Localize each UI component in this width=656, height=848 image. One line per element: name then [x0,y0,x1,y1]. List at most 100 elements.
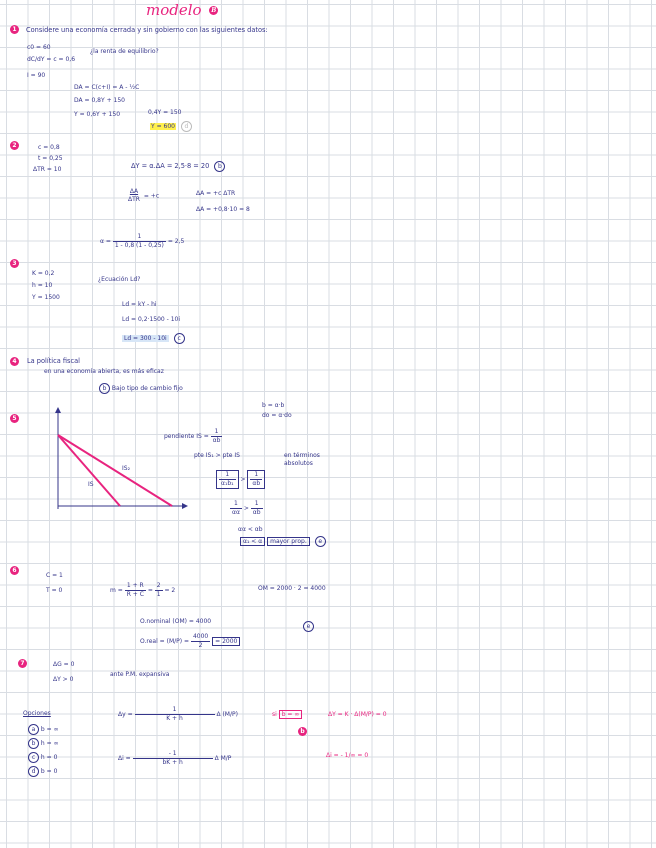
option-b-value: h = ∞ [40,740,59,747]
p6-m-mid-num: 2 [156,582,161,589]
p6-m-den: R + C [124,590,146,598]
p6-given-t: T = 0 [46,587,63,594]
p7-note: ante P.M. expansiva [110,671,170,678]
p4-line-3: b Bajo tipo de cambio fijo [96,383,183,394]
title-badge: B [209,6,219,15]
p5-final: α₁ < α mayor prop. e [240,536,326,547]
p7-di-num: - 1 [168,750,177,757]
p1-given-c0: c0 = 60 [27,44,51,51]
p7-right-dy: ΔY = K · Δ(M/P) = 0 [328,711,387,718]
p7-condition: si b = ∞ [272,710,303,719]
p6-m-lhs: m = [110,587,123,594]
p2-ratio-num: ΔA [129,188,139,195]
p3-line-3-text: Ld = 300 - 10i [122,335,169,342]
problem-2-number: 2 [10,141,19,150]
is-curve-line [57,434,121,507]
p7-condition-value: b = ∞ [278,710,303,719]
p6-answer-circle: e [303,621,314,632]
problem-7-number: 7 [18,659,27,668]
option-d-value: b = 0 [40,768,58,775]
option-a: a b = ∞ [25,724,59,735]
p5-step-right-num: 1 [254,500,259,507]
p2-given-tr: ΔTR = 10 [33,166,62,173]
p5-compare: pte IS₁ > pte IS [194,452,240,459]
p2-alpha-rhs: = 2,5 [167,238,185,245]
p2-answer-circle: b [214,161,226,172]
p2-ratio-rhs: = +c [143,192,160,200]
p5-compare-note: en términos absolutos [284,452,320,467]
p4-line-2: en una economía abierta, es más eficaz [44,368,164,375]
is2-label: IS₂ [122,465,130,472]
p1-given-c: dC/dY = c = 0,6 [27,56,76,63]
p6-real-rhs: = 2000 [212,637,241,646]
option-a-key: a [28,724,39,735]
p5-step-right-den: αb [250,508,263,516]
p6-m-num: 1 + R [126,582,144,589]
p5-ineq-right-den: αb [250,479,263,487]
p6-real-den: 2 [190,641,211,650]
p4-answer-circle: b [99,383,110,394]
is2-curve-line [57,434,173,507]
p7-dy-tail: Δ (M/P) [216,711,238,718]
problem-1-statement: Considere una economía cerrada y sin gob… [26,26,268,34]
p7-dy-den: K + h [134,714,215,723]
options-title: Opciones [23,710,51,717]
problem-6-number: 6 [10,566,19,575]
option-a-value: b = ∞ [40,726,59,733]
p1-given-i: I = 90 [27,72,46,79]
option-b-key: b [28,738,39,749]
p7-given-g: ΔG = 0 [53,661,75,668]
p7-di-lhs: Δi = [118,755,131,762]
p1-result: Y = 600 d [150,121,192,132]
p5-step-left-num: 1 [234,500,238,507]
title-text: modelo [146,1,202,19]
p2-alpha-num: 1 [137,233,142,240]
p7-answer-badge: b [298,727,307,736]
p7-given-y: ΔY > 0 [53,676,74,683]
p3-answer-circle: c [173,333,185,344]
problem-3-number: 3 [10,259,19,268]
p7-right-di: Δi = - 1/∞ = 0 [326,752,369,759]
p5-step-left-den: αα [230,508,242,516]
p1-answer-circle: d [180,121,192,132]
problem-1-number: 1 [10,25,19,34]
p1-question: ¿la renta de equilibrio? [90,48,159,55]
p6-m-rhs: = 2 [164,587,176,594]
p5-ineq-left-num: 1 [225,471,230,478]
p7-condition-si: si [272,711,277,718]
p2-given-t: t = 0,25 [38,155,63,162]
p3-line-2: Ld = 0,2·1500 - 10i [122,316,180,323]
p1-result-highlight: Y = 600 [150,123,176,130]
p3-given-h: h = 10 [32,282,53,289]
p5-ineq-left-den: α₁b₁ [219,479,236,487]
p1-side-eq: 0,4Y = 150 [148,109,182,116]
p6-real-num: 4000 [192,633,209,640]
p7-di-den: bK + h [132,758,213,767]
p6-om: OM = 2000 · 2 = 4000 [258,585,326,592]
p7-di-tail: Δ M/P [214,755,232,762]
p5-answer-circle: e [314,536,326,547]
p5-slope-label: pendiente IS = [164,433,209,440]
p6-real-lhs: O.real = (M/P) = [140,638,190,645]
p5-slope-num: 1 [214,428,219,435]
option-c: c h = 0 [25,752,57,763]
p5-top-note-1: b = α·b [262,402,285,409]
p5-final-right: mayor prop. [267,537,310,546]
p1-step-1: DA = C(c+I) = A - ½C [74,84,140,91]
